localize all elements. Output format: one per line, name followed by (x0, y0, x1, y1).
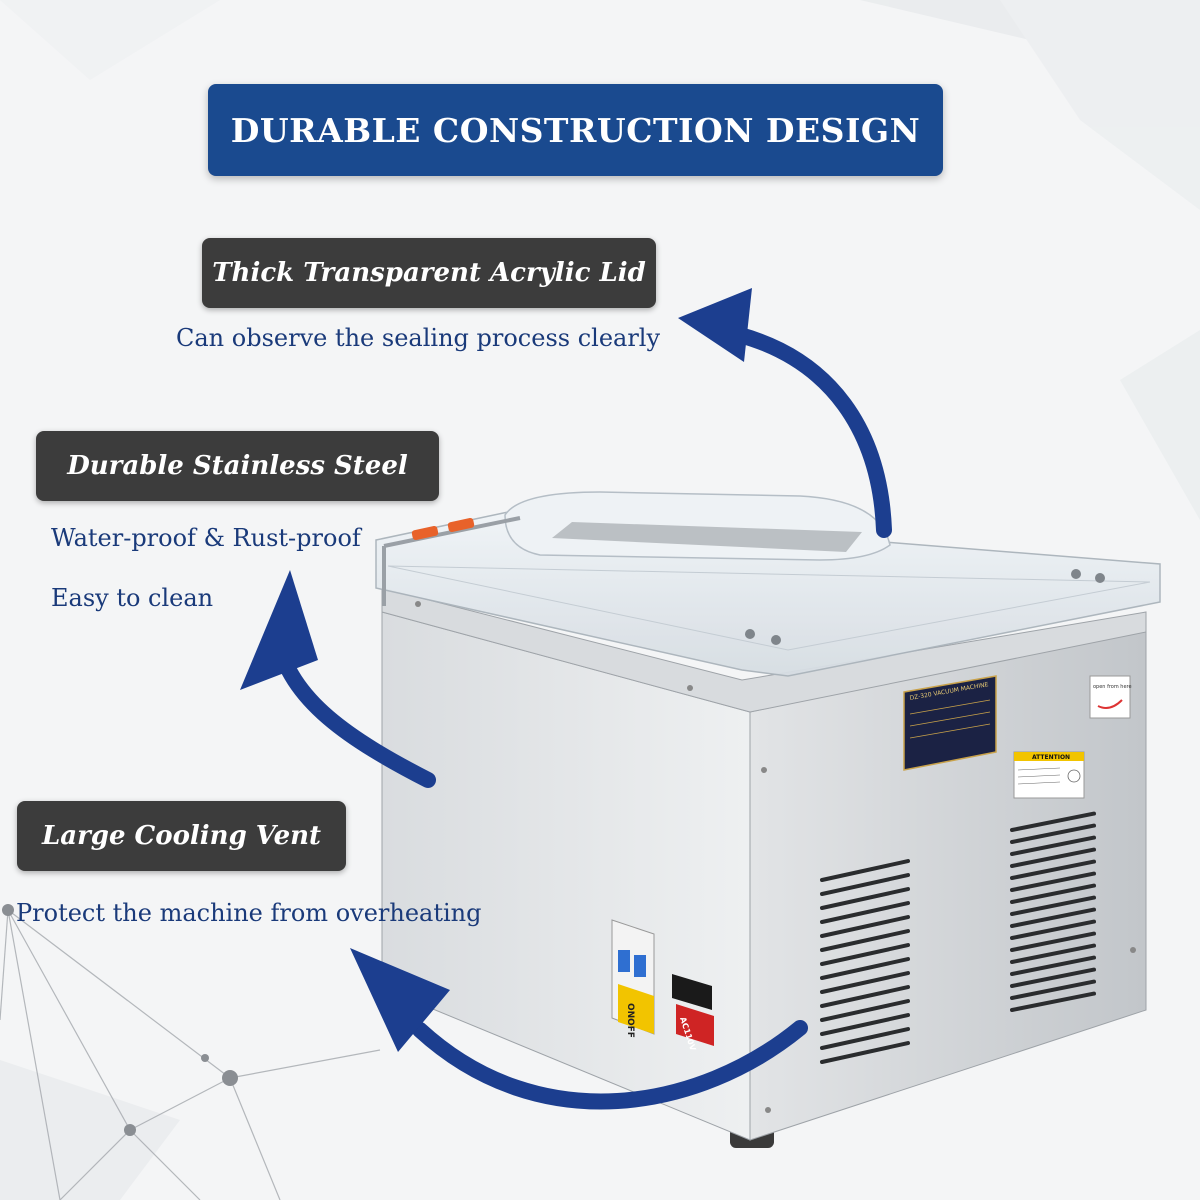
arrow-steel (240, 570, 436, 788)
vent-slot (1010, 931, 1096, 952)
power-socket: AC110V (672, 974, 714, 1053)
attention-label: ATTENTION (1032, 754, 1070, 761)
vent-slot (1010, 979, 1096, 1000)
vacuum-machine: DZ-320 VACUUM MACHINE open from here ATT… (375, 491, 1161, 1148)
vent-slot (820, 943, 910, 966)
page-title: DURABLE CONSTRUCTION DESIGN (208, 84, 943, 176)
vent-slot (820, 1041, 910, 1064)
lid-handle-grip (447, 517, 475, 533)
feature-label-acrylic-lid: Thick Transparent Acrylic Lid (202, 238, 656, 308)
attention-sticker: ATTENTION (1013, 751, 1085, 799)
vent-slot (1010, 847, 1096, 868)
vent-slot (1010, 823, 1096, 844)
vent-slot (820, 915, 910, 938)
vent-slot (820, 957, 910, 980)
breaker-switch: ON OFF (611, 919, 655, 1038)
vent-slot (1010, 991, 1096, 1012)
switch-off-label: OFF (625, 1018, 635, 1038)
switch-on-label: ON (625, 1003, 635, 1018)
cooling-vent-right (1010, 811, 1096, 1012)
vent-slot (820, 1013, 910, 1036)
vent-slot (1010, 871, 1096, 892)
feature-label-stainless-steel: Durable Stainless Steel (36, 431, 439, 501)
vent-slot (1010, 967, 1096, 988)
open-sticker: open from here (1089, 675, 1132, 719)
vent-slot (1010, 835, 1096, 856)
feature-description-acrylic-lid: Can observe the sealing process clearly (176, 324, 661, 352)
vent-slot (820, 887, 910, 910)
vent-slot (820, 901, 910, 924)
network-lines-decoration (0, 909, 381, 1200)
vent-slot (820, 873, 910, 896)
vent-slot (820, 929, 910, 952)
vent-slot (1010, 955, 1096, 976)
vent-slot (1010, 859, 1096, 880)
feature-description-easy-clean: Easy to clean (51, 584, 214, 612)
feature-description-waterproof: Water-proof & Rust-proof (51, 524, 361, 552)
vent-slot (1010, 895, 1096, 916)
vent-slot (820, 985, 910, 1008)
vent-slot (1010, 943, 1096, 964)
arrow-vent (350, 948, 808, 1110)
cooling-vent-left (820, 859, 910, 1064)
vent-slot (820, 971, 910, 994)
vent-slot (1010, 883, 1096, 904)
vent-slot (820, 1027, 910, 1050)
arrow-lid (678, 288, 892, 538)
feature-label-cooling-vent: Large Cooling Vent (17, 801, 346, 871)
network-nodes-decoration (2, 904, 238, 1136)
vent-slot (1010, 919, 1096, 940)
lid-handle-grip (411, 525, 439, 541)
feature-description-overheating: Protect the machine from overheating (16, 899, 482, 927)
vent-slot (820, 999, 910, 1022)
open-label: open from here (1093, 684, 1132, 690)
vent-slot (1010, 907, 1096, 928)
vent-slot (820, 859, 910, 882)
vent-slot (1010, 811, 1096, 832)
